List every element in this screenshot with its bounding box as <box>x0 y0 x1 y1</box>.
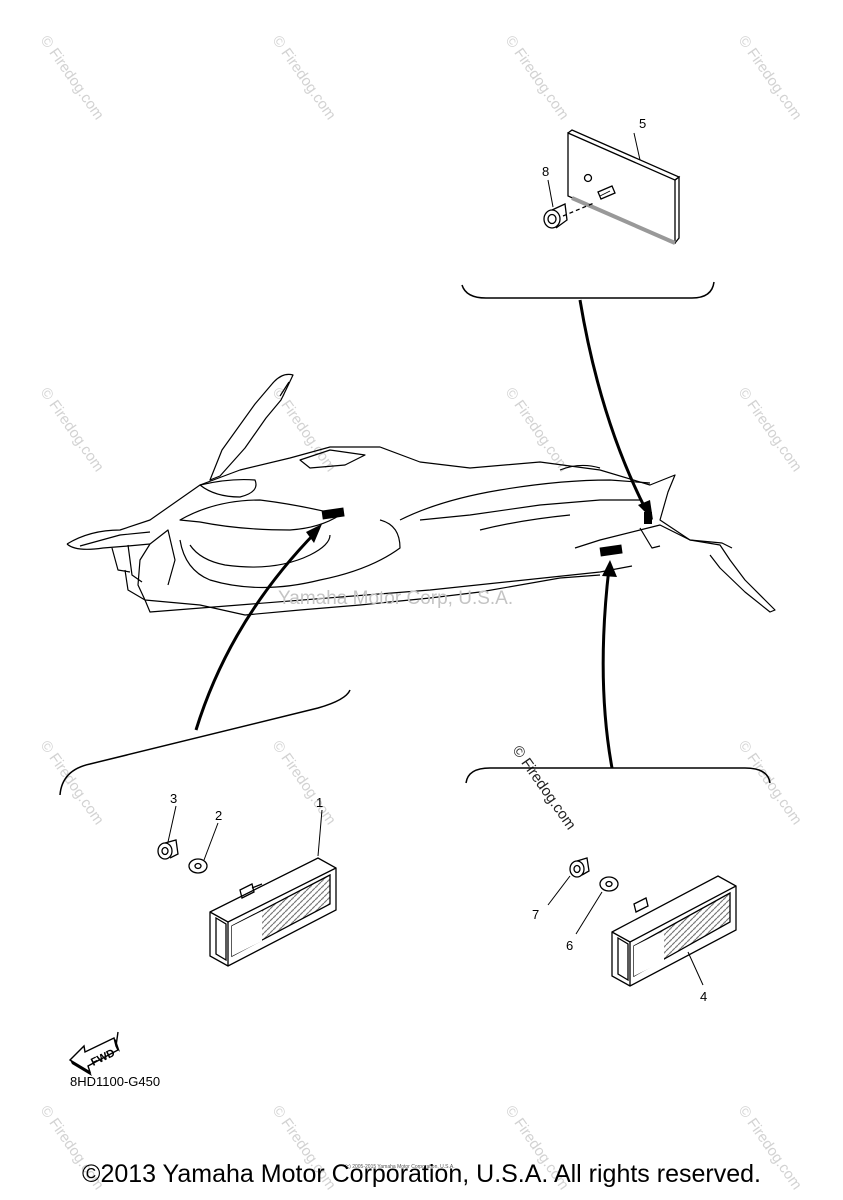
watermark: © Firedog.com <box>502 33 572 124</box>
callout-1: 1 <box>316 795 323 810</box>
watermark: © Firedog.com <box>37 385 107 476</box>
callout-7: 7 <box>532 907 539 922</box>
callout-4: 4 <box>700 989 707 1004</box>
diagram-part-code: 8HD1100-G450 <box>70 1074 160 1089</box>
watermark: © Firedog.com <box>502 385 572 476</box>
plate-inset <box>543 129 681 245</box>
callout-8: 8 <box>542 164 549 179</box>
snowmobile-outline <box>66 373 776 616</box>
reflector-location-mark <box>321 507 345 520</box>
leader-arrows <box>194 299 648 769</box>
footer-copyright: ©2013 Yamaha Motor Corporation, U.S.A. A… <box>82 1160 761 1188</box>
plate-location-mark <box>644 512 652 524</box>
tiny-copyright: (c) 2005-2015 Yamaha Motor Corporation, … <box>345 1164 455 1170</box>
watermark: © Firedog.com <box>37 738 107 829</box>
inset-bracket-right <box>465 767 771 784</box>
callout-2: 2 <box>215 808 222 823</box>
arrow-heads <box>306 500 653 577</box>
watermark: © Firedog.com <box>37 33 107 124</box>
watermark-group: © Firedog.com © Firedog.com © Firedog.co… <box>37 33 805 1194</box>
watermark: © Firedog.com <box>269 385 339 476</box>
callout-3: 3 <box>170 791 177 806</box>
right-reflector-assembly <box>547 857 737 987</box>
center-watermark: Yamaha Motor Corp, U.S.A. <box>278 588 513 609</box>
reflector-location-mark <box>599 544 623 557</box>
left-reflector-assembly <box>157 805 337 967</box>
watermark: © Firedog.com <box>735 385 805 476</box>
watermark: © Firedog.com <box>269 33 339 124</box>
inset-bracket-left <box>59 689 351 796</box>
inset-bracket-top <box>461 281 715 299</box>
watermark-dark: © Firedog.com <box>509 743 579 834</box>
fwd-arrow-icon: FWD <box>68 1031 120 1076</box>
watermark: © Firedog.com <box>735 33 805 124</box>
callout-5: 5 <box>639 116 646 131</box>
callout-6: 6 <box>566 938 573 953</box>
watermark: © Firedog.com <box>269 738 339 829</box>
